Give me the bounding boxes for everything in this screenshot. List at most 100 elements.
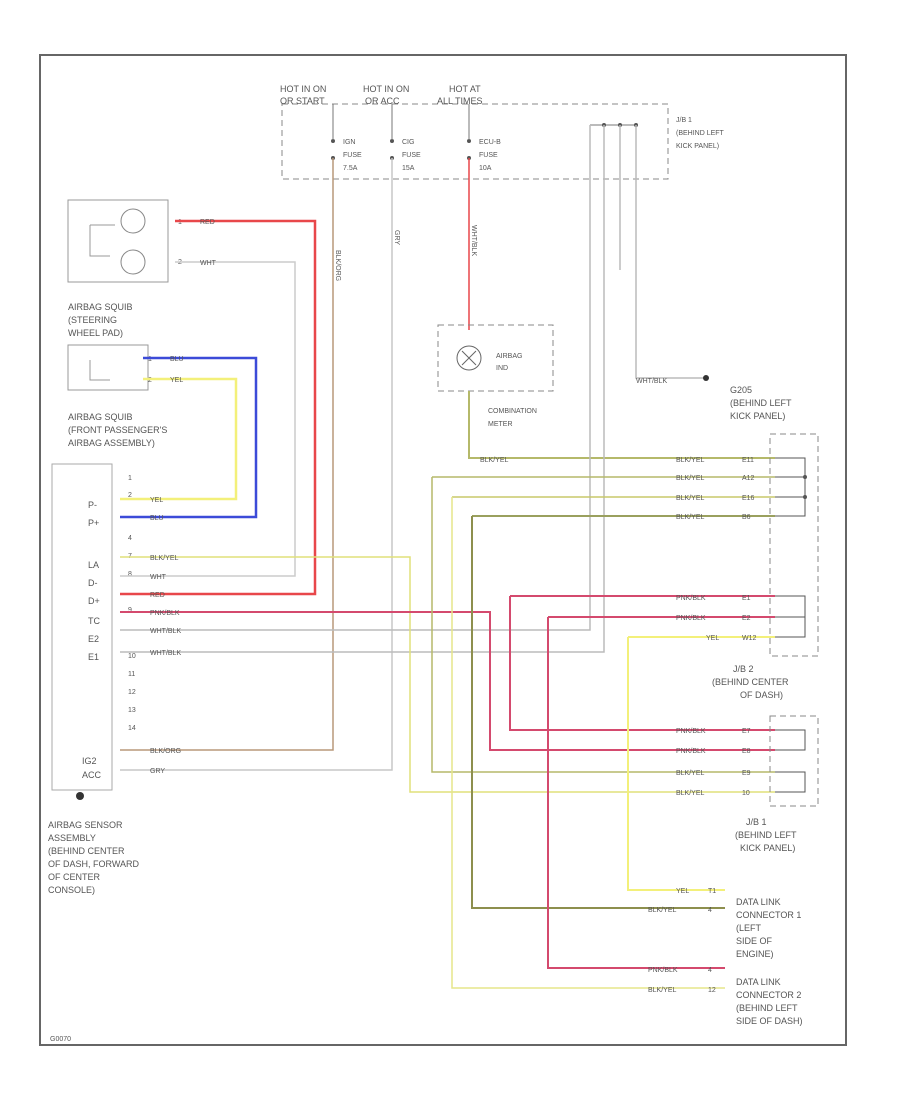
- svg-text:(FRONT PASSENGER'S: (FRONT PASSENGER'S: [68, 425, 167, 435]
- wire-gry: [120, 158, 393, 771]
- svg-text:BLU: BLU: [150, 515, 164, 522]
- svg-text:15A: 15A: [402, 165, 415, 172]
- svg-text:G205: G205: [730, 385, 752, 395]
- svg-text:1: 1: [128, 475, 132, 482]
- svg-text:4: 4: [708, 907, 712, 914]
- svg-text:12: 12: [708, 987, 716, 994]
- hot-label-1b: OR START: [280, 96, 325, 106]
- wire-yel: [120, 377, 238, 501]
- jb2-box: [769, 433, 819, 657]
- svg-text:AIRBAG: AIRBAG: [496, 353, 522, 360]
- svg-text:METER: METER: [488, 421, 513, 428]
- svg-text:13: 13: [128, 707, 136, 714]
- svg-text:PNK/BLK: PNK/BLK: [150, 610, 180, 617]
- wire-pnkblk-2-down: [547, 617, 725, 969]
- svg-text:YEL: YEL: [676, 888, 689, 895]
- data-link-connector-2: PNK/BLK 4 BLK/YEL 12 DATA LINK CONNECTOR…: [648, 967, 803, 1026]
- svg-text:BLK/YEL: BLK/YEL: [676, 514, 705, 521]
- wire-pnkblk-1-down: [509, 596, 775, 731]
- svg-text:OF DASH): OF DASH): [740, 690, 783, 700]
- svg-text:ECU-B: ECU-B: [479, 139, 501, 146]
- wire-label-red: RED: [200, 219, 215, 226]
- wire-blkyel-c-down: [471, 516, 725, 909]
- svg-text:D+: D+: [88, 596, 100, 606]
- svg-text:E2: E2: [742, 615, 751, 622]
- data-link-connector-1: YEL T1 BLK/YEL 4 DATA LINK CONNECTOR 1 (…: [648, 888, 801, 959]
- svg-text:KICK PANEL): KICK PANEL): [676, 143, 719, 150]
- svg-text:YEL: YEL: [170, 377, 183, 384]
- svg-text:8: 8: [128, 571, 132, 578]
- svg-text:BLK/YEL: BLK/YEL: [648, 907, 677, 914]
- svg-text:WHEEL PAD): WHEEL PAD): [68, 328, 123, 338]
- svg-text:IGN: IGN: [343, 139, 355, 146]
- svg-text:4: 4: [128, 535, 132, 542]
- wire-pnkblk-tc: [120, 611, 775, 751]
- svg-text:10A: 10A: [479, 165, 492, 172]
- footer-code: G0070: [50, 1036, 71, 1043]
- svg-text:(LEFT: (LEFT: [736, 923, 762, 933]
- svg-text:PNK/BLK: PNK/BLK: [648, 967, 678, 974]
- svg-text:SIDE OF: SIDE OF: [736, 936, 773, 946]
- svg-text:PNK/BLK: PNK/BLK: [676, 748, 706, 755]
- svg-text:2: 2: [128, 492, 132, 499]
- jb1-top-junction: J/B 1 (BEHIND LEFT KICK PANEL): [590, 117, 725, 150]
- svg-text:P+: P+: [88, 518, 99, 528]
- svg-text:KICK PANEL): KICK PANEL): [730, 411, 785, 421]
- svg-text:CONNECTOR 1: CONNECTOR 1: [736, 910, 801, 920]
- svg-text:OF CENTER: OF CENTER: [48, 872, 101, 882]
- svg-text:KICK PANEL): KICK PANEL): [740, 843, 795, 853]
- svg-text:BLU: BLU: [170, 356, 184, 363]
- svg-text:(BEHIND LEFT: (BEHIND LEFT: [736, 1003, 798, 1013]
- svg-text:2: 2: [148, 377, 152, 384]
- svg-text:DATA LINK: DATA LINK: [736, 897, 781, 907]
- ground-g205: G205 (BEHIND LEFT KICK PANEL): [730, 385, 792, 421]
- svg-text:FUSE: FUSE: [402, 152, 421, 159]
- hot-label-2b: OR ACC: [365, 96, 400, 106]
- svg-text:WHT: WHT: [200, 260, 217, 267]
- svg-text:B6: B6: [742, 514, 751, 521]
- svg-text:(BEHIND CENTER: (BEHIND CENTER: [48, 846, 125, 856]
- jb1-bottom-terminals: PNK/BLK E7 PNK/BLK E8 BLK/YEL E9 BLK/YEL…: [676, 728, 806, 853]
- jb-connector-labels-1: BLK/YEL E11 BLK/YEL A12 BLK/YEL E16 BLK/…: [676, 457, 755, 521]
- svg-text:RED: RED: [150, 592, 165, 599]
- svg-text:BLK/YEL: BLK/YEL: [648, 987, 677, 994]
- hot-label-3: HOT AT: [449, 84, 481, 94]
- wire-blkyel-a-down: [431, 477, 775, 773]
- svg-text:PNK/BLK: PNK/BLK: [676, 615, 706, 622]
- power-distribution-box: [281, 103, 669, 180]
- svg-text:GRY: GRY: [150, 768, 165, 775]
- svg-text:BLK/ORG: BLK/ORG: [150, 748, 181, 755]
- svg-text:CONNECTOR 2: CONNECTOR 2: [736, 990, 801, 1000]
- wire-blkyel-b-down: [451, 497, 725, 989]
- svg-text:ACC: ACC: [82, 770, 102, 780]
- diagram-border: [39, 54, 847, 1046]
- passenger-squib: 1 2 AIRBAG SQUIB (FRONT PASSENGER'S AIRB…: [67, 344, 167, 448]
- svg-text:GRY: GRY: [393, 230, 400, 245]
- svg-text:BLK/YEL: BLK/YEL: [480, 457, 509, 464]
- svg-text:E11: E11: [742, 457, 754, 464]
- hot-label-3b: ALL TIMES: [437, 96, 483, 106]
- svg-text:A12: A12: [742, 475, 755, 482]
- svg-text:PNK/BLK: PNK/BLK: [676, 728, 706, 735]
- svg-text:J/B 1: J/B 1: [746, 817, 767, 827]
- sensor-pin-numbers: 1 2 4 7 8 9 10 11 12 13 14: [128, 475, 136, 732]
- svg-text:(BEHIND LEFT: (BEHIND LEFT: [730, 398, 792, 408]
- svg-text:AIRBAG SQUIB: AIRBAG SQUIB: [68, 412, 133, 422]
- svg-text:FUSE: FUSE: [343, 152, 362, 159]
- svg-text:AIRBAG SENSOR: AIRBAG SENSOR: [48, 820, 123, 830]
- svg-text:11: 11: [128, 671, 135, 678]
- svg-text:BLK/ORG: BLK/ORG: [334, 250, 341, 281]
- svg-text:OF DASH, FORWARD: OF DASH, FORWARD: [48, 859, 140, 869]
- svg-text:IND: IND: [496, 365, 508, 372]
- svg-text:(BEHIND CENTER: (BEHIND CENTER: [712, 677, 789, 687]
- svg-text:J/B 2: J/B 2: [733, 664, 754, 674]
- wire-blkyel-ind: [468, 391, 775, 459]
- svg-text:D-: D-: [88, 578, 98, 588]
- svg-text:1: 1: [148, 356, 152, 363]
- jb1-bottom-box: [769, 715, 819, 807]
- svg-text:J/B 1: J/B 1: [676, 117, 692, 124]
- wire-blu: [120, 356, 258, 519]
- svg-text:E8: E8: [742, 748, 751, 755]
- svg-text:BLK/YEL: BLK/YEL: [676, 457, 705, 464]
- wire-wht: [120, 261, 296, 577]
